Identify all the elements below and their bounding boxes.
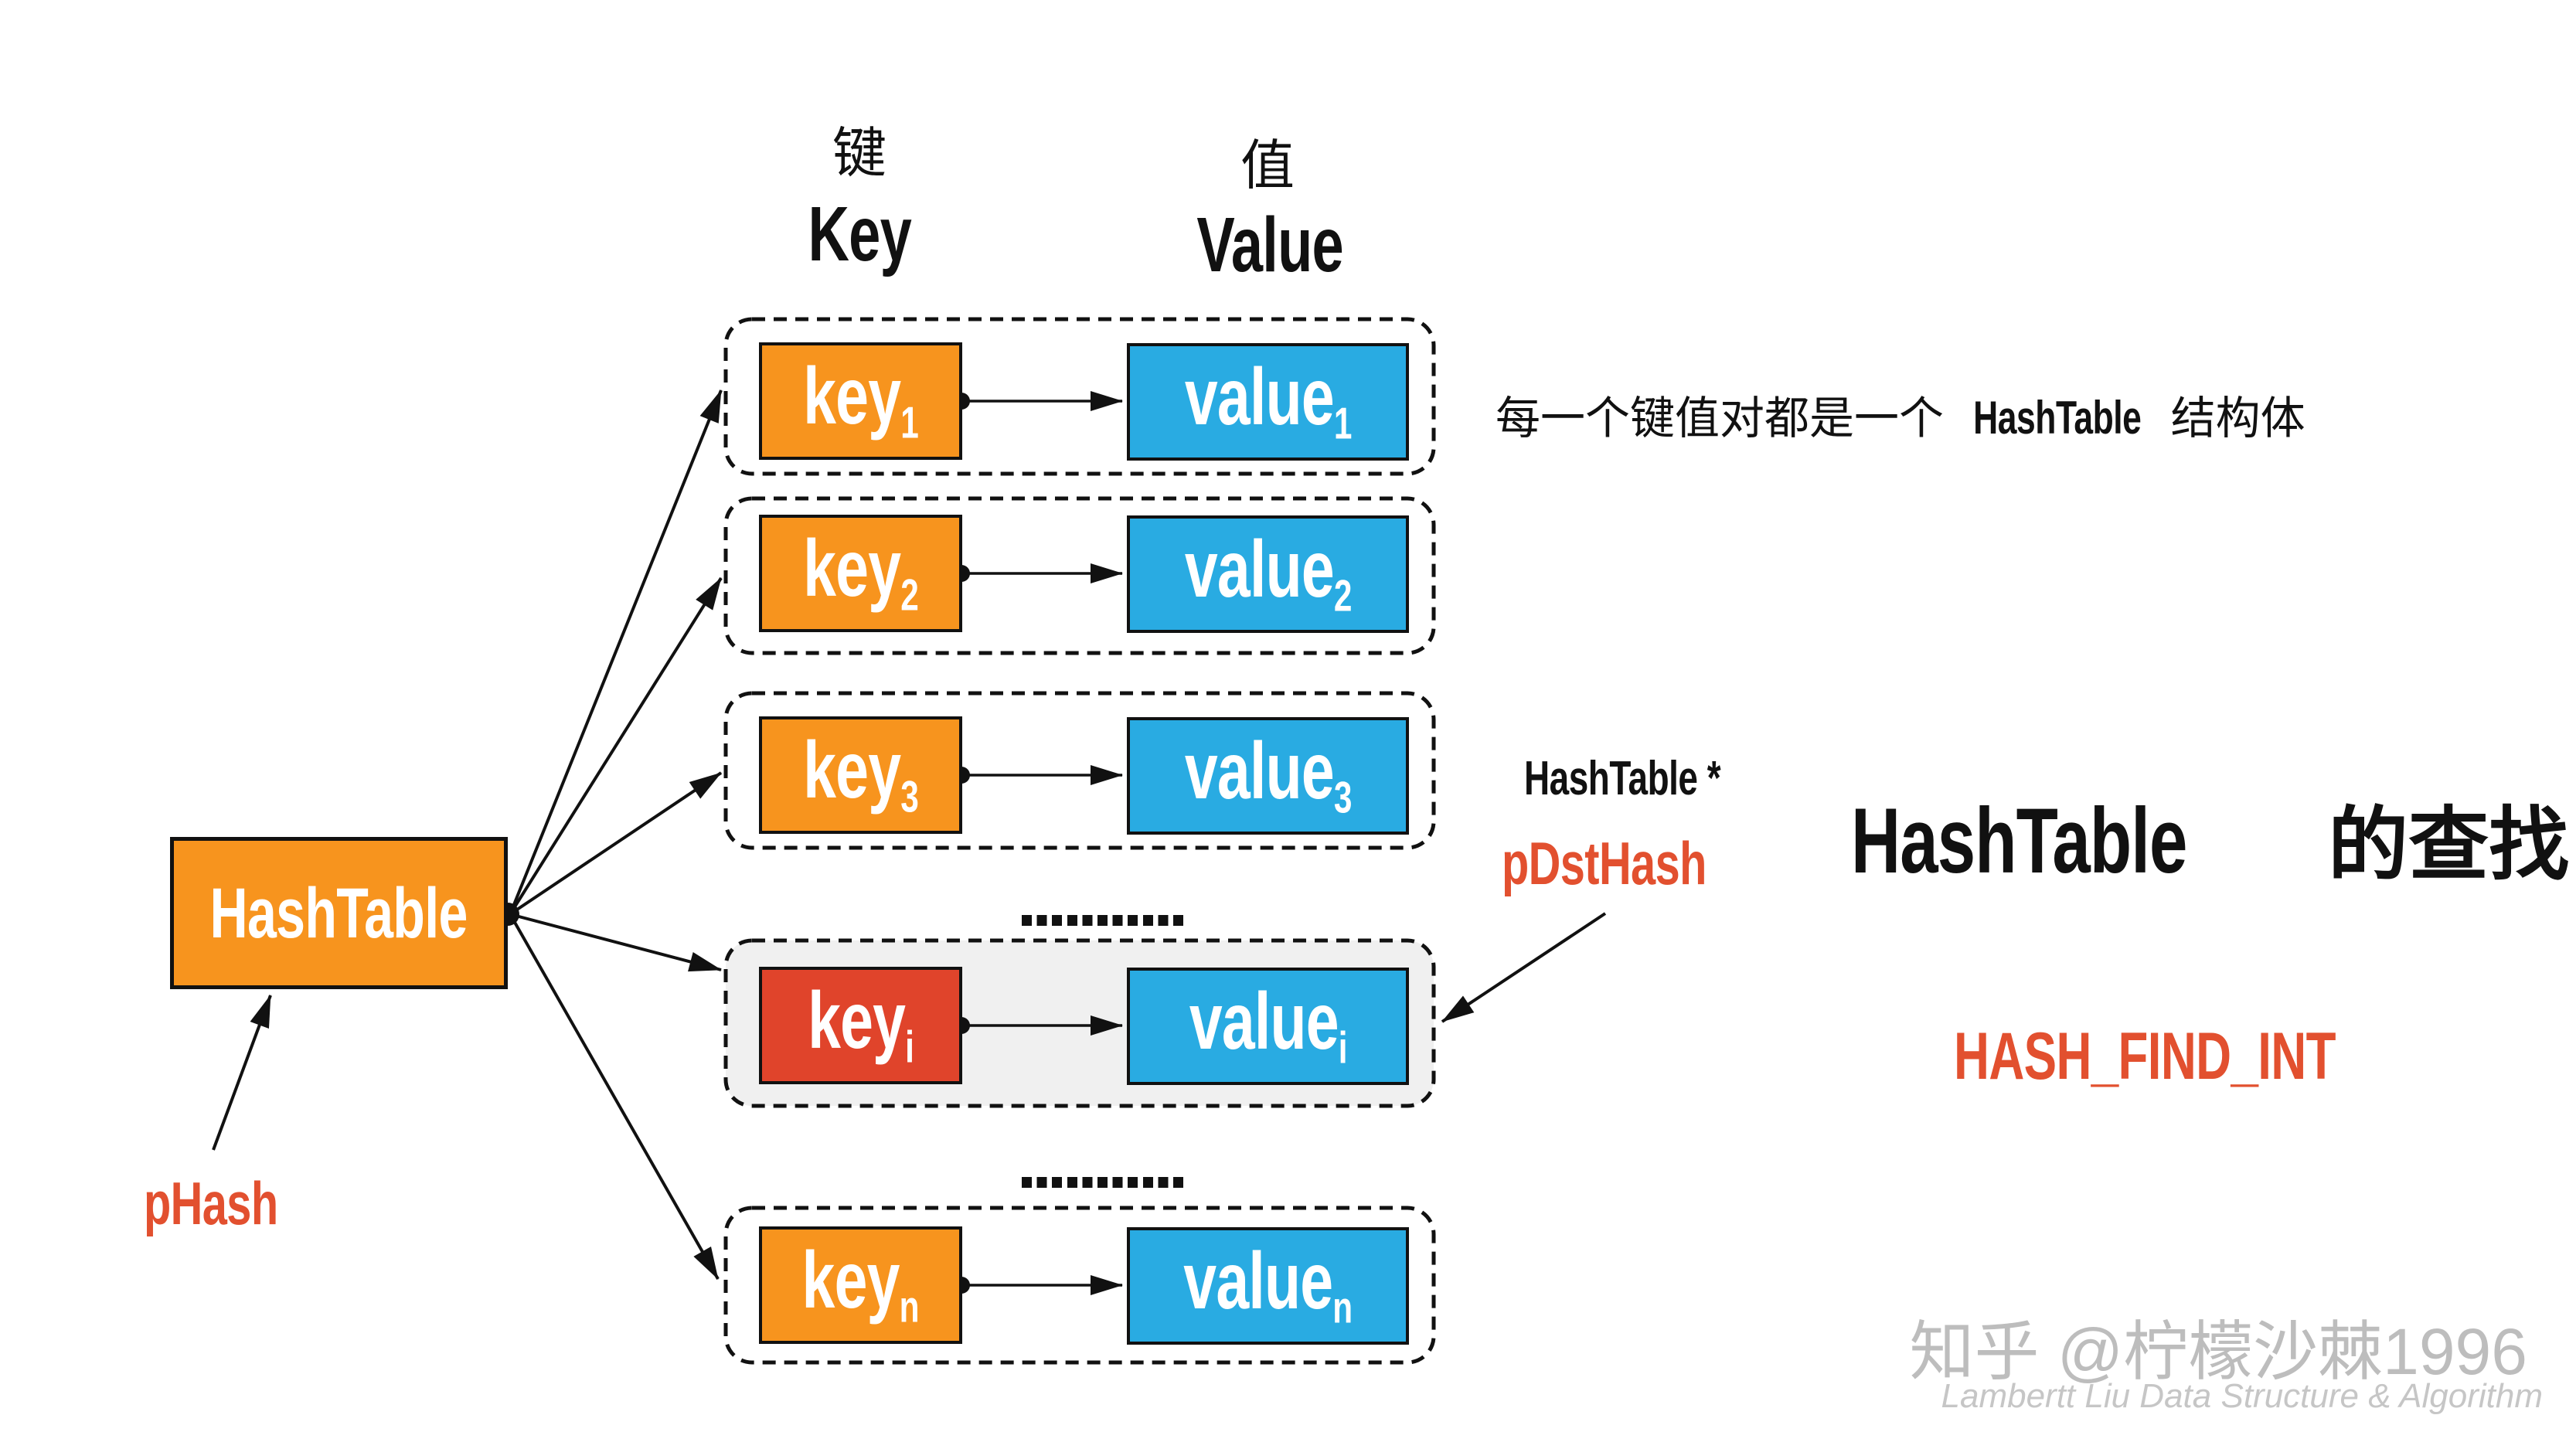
key-1-label: key1: [803, 352, 919, 448]
struct-note-code: HashTable: [1973, 392, 2142, 444]
value-box-i: valuei: [1127, 968, 1409, 1085]
ellipsis-dots-upper: [1022, 915, 1186, 926]
arrow-root-to-row2: [509, 577, 723, 916]
fanout-arrows: [509, 389, 723, 1280]
value-2-label: value2: [1184, 525, 1352, 621]
pointer-type-label: HashTable *: [1524, 752, 1721, 805]
arrow-pdsthash-to-rowi: [1441, 912, 1607, 1023]
value-n-label: valuen: [1183, 1236, 1353, 1333]
value-box-1: value1: [1127, 343, 1409, 461]
arrow-phash-to-root: [212, 995, 272, 1151]
key-box-1: key1: [759, 342, 962, 460]
value-3-label: value3: [1184, 726, 1352, 823]
key-value-arrows: [968, 391, 1123, 1295]
key-box-2: key2: [759, 515, 962, 632]
key-3-label: key3: [803, 726, 919, 822]
key-column-header-en: Key: [808, 191, 911, 277]
arrow-root-to-row1: [509, 389, 723, 915]
struct-note: 每一个键值对都是一个 HashTable 结构体: [1496, 382, 2305, 447]
value-column-header-en: Value: [1196, 202, 1343, 288]
watermark-zhihu: 知乎 @柠檬沙棘1996: [1909, 1315, 2527, 1388]
pair-row-outlines: [723, 317, 1436, 1365]
arrow-root-to-rown: [509, 913, 720, 1280]
value-box-2: value2: [1127, 515, 1409, 633]
hashtable-root-box: HashTable: [170, 837, 508, 989]
watermark-author: Lambertt Liu Data Structure & Algorithm: [1941, 1377, 2544, 1415]
value-i-label: valuei: [1189, 977, 1348, 1073]
struct-note-suffix: 结构体: [2170, 393, 2305, 444]
hash-find-int-label: HASH_FIND_INT: [1954, 1019, 2336, 1094]
key-column-header-cn: 键: [832, 124, 886, 184]
page-title: HashTable 的查找: [1851, 779, 2569, 896]
key-box-i: keyi: [759, 967, 962, 1084]
value-box-n: valuen: [1127, 1227, 1409, 1345]
phash-label: pHash: [144, 1169, 278, 1237]
key-box-n: keyn: [759, 1226, 962, 1344]
value-column-header-cn: 值: [1240, 137, 1295, 196]
key-n-label: keyn: [801, 1236, 920, 1332]
arrow-root-to-rowi: [509, 913, 722, 972]
value-box-3: value3: [1127, 717, 1409, 835]
key-i-label: keyi: [807, 976, 914, 1073]
value-1-label: value1: [1184, 352, 1352, 449]
key-2-label: key2: [803, 524, 919, 621]
page-title-cn: 的查找: [2328, 801, 2570, 890]
page-title-code: HashTable: [1851, 789, 2187, 893]
arrow-root-to-row3: [509, 771, 723, 916]
pdsthash-label: pDstHash: [1502, 829, 1707, 897]
key-box-3: key3: [759, 716, 962, 834]
hashtable-root-label: HashTable: [209, 873, 468, 953]
ellipsis-dots-lower: [1022, 1177, 1186, 1188]
struct-note-prefix: 每一个键值对都是一个: [1496, 393, 1945, 444]
